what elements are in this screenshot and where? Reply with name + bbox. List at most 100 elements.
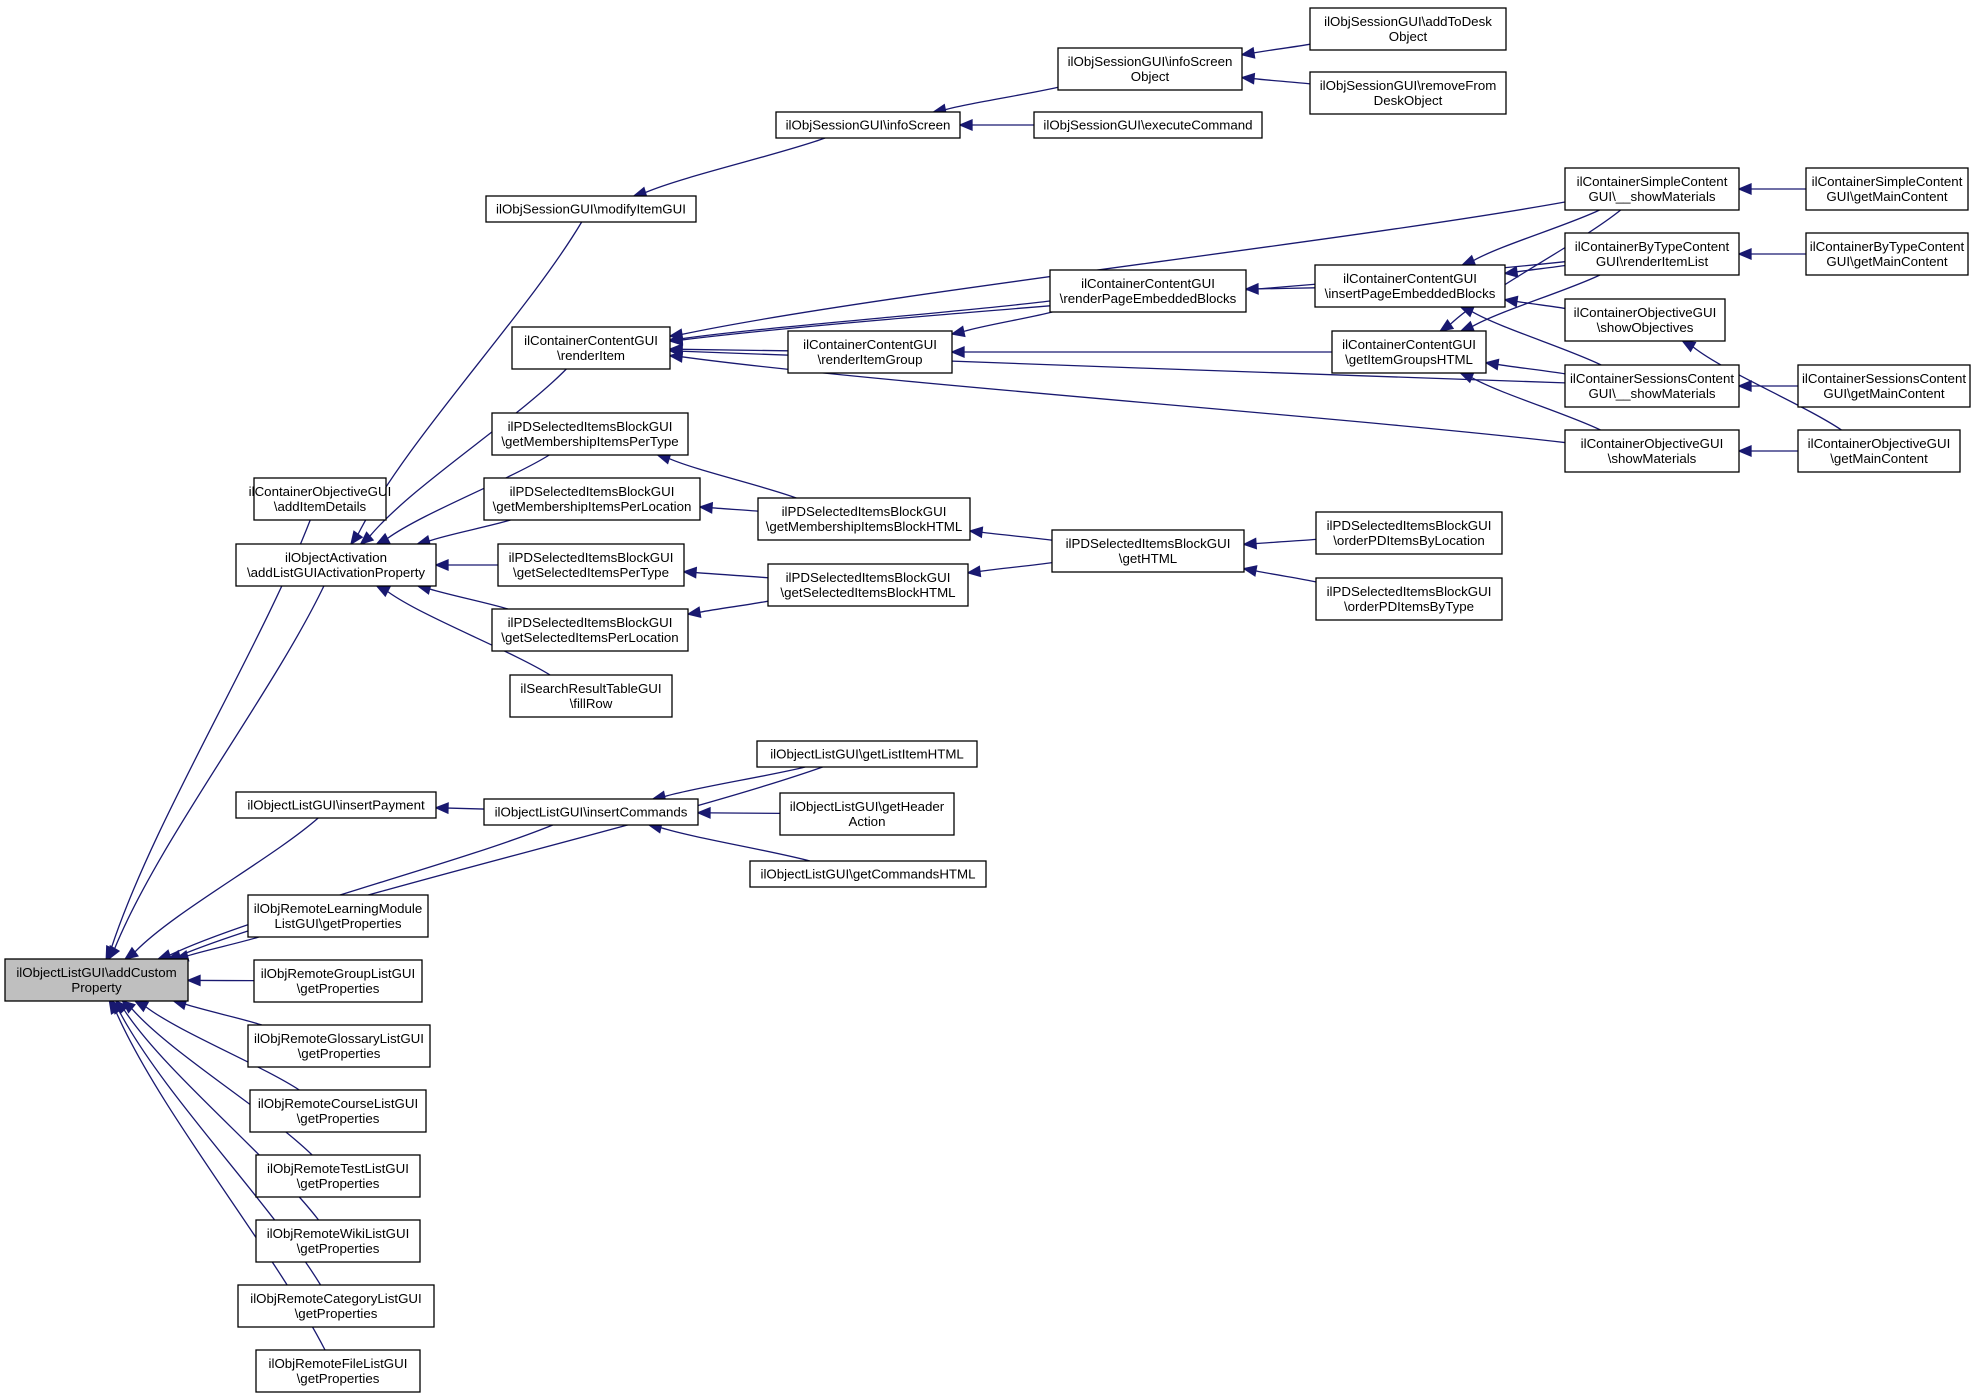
node-n23[interactable]: ilObjSessionGUI\executeCommand bbox=[1033, 111, 1263, 139]
arrow-head-icon bbox=[682, 566, 698, 579]
arrow-head-icon bbox=[1737, 183, 1752, 195]
node-n36[interactable]: ilContainerByTypeContentGUI\getMainConte… bbox=[1805, 232, 1969, 276]
node-n1[interactable]: ilContainerObjectiveGUI\addItemDetails bbox=[249, 477, 392, 521]
node-n20[interactable]: ilSearchResultTableGUI\fillRow bbox=[509, 674, 673, 718]
edge-n28-to-n29 bbox=[950, 311, 1053, 338]
node-n35[interactable]: ilContainerSimpleContentGUI\getMainConte… bbox=[1805, 167, 1969, 211]
node-label-line: ilPDSelectedItemsBlockGUI bbox=[1327, 518, 1492, 533]
edge-line bbox=[1471, 311, 1602, 366]
node-label-line: ilContainerByTypeContent bbox=[1810, 239, 1965, 254]
node-n28[interactable]: ilContainerContentGUI\renderPageEmbedded… bbox=[1049, 269, 1247, 313]
edge-n35-to-n26 bbox=[1737, 183, 1807, 195]
node-label-line: ilObjectListGUI\insertPayment bbox=[247, 798, 425, 813]
edge-line bbox=[681, 348, 789, 352]
edge-line bbox=[1516, 300, 1566, 310]
arrow-head-icon bbox=[1242, 537, 1258, 550]
node-n32[interactable]: ilContainerObjectiveGUI\showMaterials bbox=[1564, 429, 1740, 473]
node-n41[interactable]: ilPDSelectedItemsBlockGUI\getHTML bbox=[1051, 529, 1245, 573]
node-n8[interactable]: ilObjRemoteGlossaryListGUI\getProperties bbox=[247, 1024, 431, 1068]
node-box bbox=[247, 1024, 431, 1068]
node-n21[interactable]: ilObjSessionGUI\infoScreen bbox=[775, 111, 961, 139]
edge-line bbox=[1497, 363, 1566, 375]
node-n17[interactable]: ilPDSelectedItemsBlockGUI\getMembershipI… bbox=[483, 477, 701, 521]
node-n15[interactable]: ilContainerContentGUI\renderItem bbox=[511, 326, 671, 370]
node-n2[interactable]: ilObjectActivation\addListGUIActivationP… bbox=[235, 543, 437, 587]
node-n37[interactable]: ilContainerSessionsContentGUI\getMainCon… bbox=[1797, 364, 1971, 408]
node-n12[interactable]: ilObjRemoteCategoryListGUI\getProperties bbox=[237, 1284, 435, 1328]
node-label-line: ilObjectListGUI\addCustom bbox=[16, 965, 176, 980]
node-label-line: ilContainerContentGUI bbox=[1342, 337, 1476, 352]
node-n42[interactable]: ilPDSelectedItemsBlockGUI\orderPDItemsBy… bbox=[1315, 511, 1503, 555]
node-box bbox=[767, 563, 969, 607]
node-box bbox=[1805, 167, 1969, 211]
edge-line bbox=[185, 1003, 263, 1026]
node-n26[interactable]: ilContainerSimpleContentGUI\__showMateri… bbox=[1564, 167, 1740, 211]
node-box bbox=[749, 860, 987, 888]
edge-n21-to-n14 bbox=[632, 137, 826, 199]
arrow-head-icon bbox=[1681, 340, 1697, 353]
arrow-head-icon bbox=[434, 802, 449, 815]
node-n4[interactable]: ilObjectListGUI\insertPayment bbox=[235, 791, 437, 819]
node-label-line: \getProperties bbox=[298, 1046, 381, 1061]
node-n3[interactable]: ilObjectListGUI\getListItemHTML bbox=[756, 740, 978, 768]
edge-line bbox=[1255, 538, 1317, 545]
node-label-line: ilObjSessionGUI\infoScreen bbox=[786, 118, 951, 133]
node-label-line: ilObjectListGUI\insertCommands bbox=[495, 805, 688, 820]
node-n27[interactable]: ilContainerByTypeContentGUI\renderItemLi… bbox=[1564, 232, 1740, 276]
node-n16[interactable]: ilPDSelectedItemsBlockGUI\getMembershipI… bbox=[491, 412, 689, 456]
arrow-head-icon bbox=[350, 530, 364, 546]
edge-n23-to-n21 bbox=[958, 119, 1035, 131]
edge-line bbox=[114, 585, 325, 949]
edge-line bbox=[131, 1008, 313, 1156]
arrow-head-icon bbox=[1244, 282, 1259, 295]
node-n33[interactable]: ilContainerContentGUI\insertPageEmbedded… bbox=[1314, 264, 1506, 308]
edge-n41-to-n40 bbox=[966, 562, 1053, 578]
node-n14[interactable]: ilObjSessionGUI\modifyItemGUI bbox=[485, 195, 697, 223]
edge-n6-to-n0 bbox=[174, 936, 259, 962]
node-n7[interactable]: ilObjRemoteGroupListGUI\getProperties bbox=[253, 959, 423, 1003]
node-n5[interactable]: ilObjectListGUI\insertCommands bbox=[483, 798, 699, 826]
arrow-head-icon bbox=[1484, 358, 1500, 371]
node-n11[interactable]: ilObjRemoteWikiListGUI\getProperties bbox=[255, 1219, 421, 1263]
node-n38[interactable]: ilContainerObjectiveGUI\getMainContent bbox=[1797, 429, 1961, 473]
node-n45[interactable]: ilObjectListGUI\getCommandsHTML bbox=[749, 860, 987, 888]
node-n30[interactable]: ilContainerContentGUI\getItemGroupsHTML bbox=[1331, 330, 1487, 374]
node-label-line: ilContainerSessionsContent bbox=[1802, 371, 1966, 386]
node-label-line: ilPDSelectedItemsBlockGUI bbox=[1327, 584, 1492, 599]
node-label-line: ilObjSessionGUI\executeCommand bbox=[1043, 118, 1252, 133]
edge-line bbox=[699, 600, 769, 613]
node-n13[interactable]: ilObjRemoteFileListGUI\getProperties bbox=[255, 1349, 421, 1393]
node-n40[interactable]: ilPDSelectedItemsBlockGUI\getSelectedIte… bbox=[767, 563, 969, 607]
edge-n25-to-n22 bbox=[1240, 72, 1311, 85]
node-label-line: \orderPDItemsByLocation bbox=[1333, 533, 1485, 548]
node-n6[interactable]: ilObjRemoteLearningModuleListGUI\getProp… bbox=[247, 894, 429, 938]
node-label-line: ilObjSessionGUI\modifyItemGUI bbox=[496, 202, 686, 217]
edge-n43-to-n41 bbox=[1242, 565, 1317, 583]
node-n39[interactable]: ilPDSelectedItemsBlockGUI\getMembershipI… bbox=[757, 497, 971, 541]
node-n31[interactable]: ilContainerSessionsContentGUI\__showMate… bbox=[1564, 364, 1740, 408]
arrow-head-icon bbox=[1459, 320, 1476, 332]
edge-n26-to-n30 bbox=[1438, 209, 1622, 332]
arrow-head-icon bbox=[107, 945, 121, 961]
arrow-head-icon bbox=[1737, 445, 1752, 457]
node-n29[interactable]: ilContainerContentGUI\renderItemGroup bbox=[787, 330, 953, 374]
edge-line bbox=[429, 588, 509, 610]
node-label-line: ilContainerObjectiveGUI bbox=[1574, 305, 1717, 320]
node-n10[interactable]: ilObjRemoteTestListGUI\getProperties bbox=[255, 1154, 421, 1198]
node-box bbox=[509, 674, 673, 718]
arrow-head-icon bbox=[1460, 254, 1477, 266]
node-n18[interactable]: ilPDSelectedItemsBlockGUI\getSelectedIte… bbox=[497, 543, 685, 587]
edge-n40-to-n19 bbox=[686, 600, 769, 619]
node-label-line: ilContainerContentGUI bbox=[524, 333, 658, 348]
node-n9[interactable]: ilObjRemoteCourseListGUI\getProperties bbox=[249, 1089, 427, 1133]
edge-line bbox=[387, 590, 551, 676]
node-n34[interactable]: ilContainerObjectiveGUI\showObjectives bbox=[1564, 298, 1726, 342]
node-n43[interactable]: ilPDSelectedItemsBlockGUI\orderPDItemsBy… bbox=[1315, 577, 1503, 621]
node-n19[interactable]: ilPDSelectedItemsBlockGUI\getSelectedIte… bbox=[491, 608, 689, 652]
edge-n22-to-n21 bbox=[931, 86, 1059, 116]
